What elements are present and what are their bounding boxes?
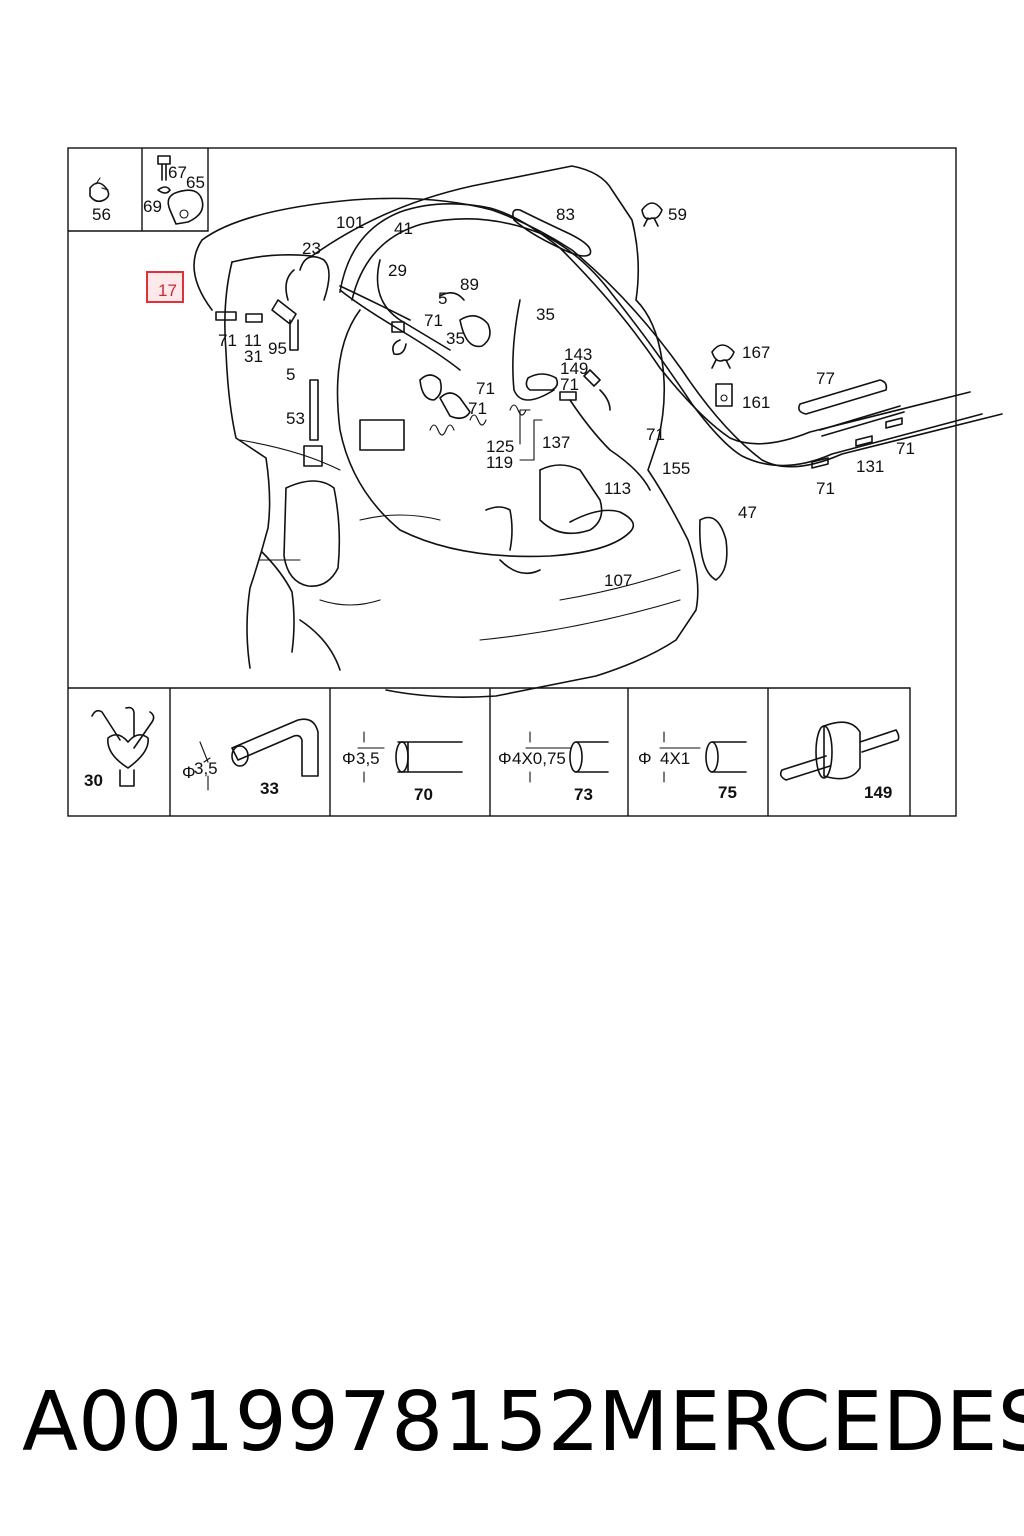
- part-73-label: 73: [574, 785, 593, 804]
- callout-95: 95: [268, 339, 287, 358]
- callout-53: 53: [286, 409, 305, 428]
- hose-77-drawing: [798, 379, 888, 415]
- callout-83: 83: [556, 205, 575, 224]
- callout-71-left: 71: [218, 331, 237, 350]
- part-75-diameter-symbol: Φ: [638, 749, 652, 768]
- callout-131: 131: [856, 457, 884, 476]
- callout-17: 17: [158, 281, 177, 300]
- clip-167-drawing: [711, 344, 735, 369]
- parts-diagram: 56 67 65 69 101 41 83 59 23 29 5 89 35 7…: [67, 147, 1003, 817]
- part-75-tube: Φ 4X1 75: [638, 731, 747, 802]
- footer: A0019978152 MERCEDES: [0, 1368, 1024, 1478]
- parts-strip: 30 Φ 3,5 33 Φ 3,5 70 Φ 4X0,75 73: [68, 687, 911, 816]
- part-30-label: 30: [84, 771, 103, 790]
- callout-107: 107: [604, 571, 632, 590]
- part-73-tube: Φ 4X0,75 73: [498, 731, 609, 804]
- callout-149: 149: [560, 359, 588, 378]
- diagram-frame: [67, 147, 957, 817]
- callout-65: 65: [186, 173, 205, 192]
- callout-101: 101: [336, 213, 364, 232]
- part-33-label: 33: [260, 779, 279, 798]
- part-75-label: 75: [718, 783, 737, 802]
- part-number: A0019978152: [22, 1375, 600, 1470]
- part-149-check-valve: 149: [779, 721, 900, 802]
- part-149-label: 149: [864, 783, 892, 802]
- part-70-hose: Φ 3,5 70: [342, 731, 463, 804]
- callout-71-center: 71: [424, 311, 443, 330]
- callout-125: 125: [486, 437, 514, 456]
- callout-labels: 56 67 65 69 101 41 83 59 23 29 5 89 35 7…: [92, 163, 915, 590]
- part-70-label: 70: [414, 785, 433, 804]
- callout-71-upper: 71: [560, 375, 579, 394]
- vacuum-hoses: [193, 197, 1003, 558]
- callout-35-right: 35: [536, 305, 555, 324]
- clip-56-drawing: [89, 177, 110, 203]
- part-70-dimension: 3,5: [356, 749, 380, 768]
- callout-167: 167: [742, 343, 770, 362]
- callout-137: 137: [542, 433, 570, 452]
- part-33-diameter-symbol: Φ: [182, 763, 196, 782]
- callout-71-right: 71: [646, 425, 665, 444]
- callout-71-lower: 71: [468, 399, 487, 418]
- highlighted-callout-17[interactable]: 17: [146, 271, 184, 303]
- callout-69: 69: [143, 197, 162, 216]
- callout-47: 47: [738, 503, 757, 522]
- callout-41: 41: [394, 219, 413, 238]
- callout-161: 161: [742, 393, 770, 412]
- inset-boxes: [68, 148, 209, 232]
- callout-77: 77: [816, 369, 835, 388]
- callout-71-bottom-right: 71: [816, 479, 835, 498]
- callout-59: 59: [668, 205, 687, 224]
- bracket-161-drawing: [715, 383, 733, 407]
- hose-fittings: [215, 299, 611, 467]
- brand-name: MERCEDES: [598, 1375, 1024, 1470]
- callout-35-center: 35: [446, 329, 465, 348]
- callout-113: 113: [604, 479, 631, 498]
- callout-71-far-right: 71: [896, 439, 915, 458]
- part-33-elbow-hose: Φ 3,5 33: [182, 718, 319, 798]
- callout-31: 31: [244, 347, 263, 366]
- callout-56: 56: [92, 205, 111, 224]
- clip-59-drawing: [641, 202, 663, 227]
- callout-155: 155: [662, 459, 690, 478]
- callout-23: 23: [302, 239, 321, 258]
- part-73-diameter-symbol: Φ: [498, 749, 512, 768]
- callout-29: 29: [388, 261, 407, 280]
- callout-119: 119: [486, 453, 513, 472]
- callout-67: 67: [168, 163, 187, 182]
- callout-71-mid: 71: [476, 379, 495, 398]
- part-30-y-connector: 30: [84, 706, 155, 790]
- callout-5-left: 5: [286, 365, 295, 384]
- callout-5-top: 5: [438, 289, 447, 308]
- leader-lines: [519, 409, 543, 461]
- loose-hoses-drawing: [811, 405, 905, 469]
- part-70-diameter-symbol: Φ: [342, 749, 356, 768]
- part-33-dimension: 3,5: [194, 759, 218, 778]
- part-75-dimension: 4X1: [660, 749, 690, 768]
- callout-11: 11: [244, 331, 262, 350]
- bolt-clamp-drawing: [157, 155, 204, 225]
- callout-89: 89: [460, 275, 479, 294]
- callout-143: 143: [564, 345, 592, 364]
- part-73-dimension: 4X0,75: [512, 749, 566, 768]
